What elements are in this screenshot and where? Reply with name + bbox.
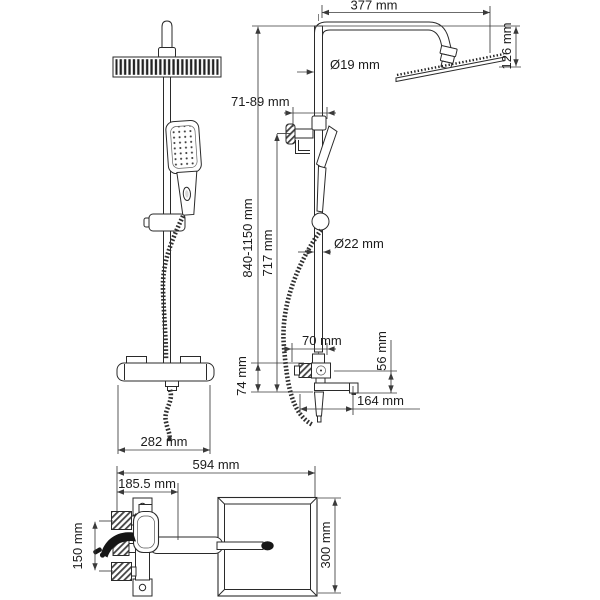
dim-spout-offset: 185.5 mm: [117, 476, 179, 540]
mixer-side: [294, 353, 359, 423]
dim-label-pole-diameter: Ø22 mm: [334, 236, 384, 251]
dim-label-spout-drop: 56 mm: [374, 331, 389, 371]
dim-total-height: 840-1150 mm: [240, 26, 261, 392]
wall-bracket-side: [285, 115, 327, 154]
spout-side: [314, 382, 352, 391]
dim-upper-height: 717 mm: [260, 133, 291, 392]
dim-label-arm-diameter: Ø19 mm: [330, 57, 380, 72]
dim-label-front-width: 282 mm: [141, 434, 188, 449]
dim-label-head-drop: 126 mm: [499, 23, 514, 70]
dim-spout-reach: 164 mm: [299, 386, 420, 415]
arm-end-joint: [261, 541, 274, 551]
inlet-knob-top: [111, 511, 132, 530]
dim-head-drop: 126 mm: [499, 23, 521, 70]
dim-body-width: 70 mm: [283, 333, 342, 362]
rain-shower-head-front: [112, 56, 222, 78]
dim-pole-diameter: Ø22 mm: [298, 236, 384, 255]
dim-label-body-width: 70 mm: [302, 333, 342, 348]
dim-label-head-size: 300 mm: [318, 522, 333, 569]
dim-total-depth: 594 mm: [116, 457, 316, 513]
dim-arm-diameter: Ø19 mm: [297, 57, 380, 75]
dim-label-upper-height: 717 mm: [260, 230, 275, 277]
inlet-knob-bottom: [111, 562, 132, 581]
dim-label-arm-length: 377 mm: [351, 0, 398, 13]
dim-label-wall-offset: 71-89 mm: [231, 94, 290, 109]
mixer-front: [116, 356, 215, 391]
hand-shower-side: [311, 125, 338, 231]
shower-hose-side: [281, 228, 323, 428]
dim-spout-drop: 56 mm: [334, 331, 397, 394]
shower-hose-front: [160, 215, 186, 361]
rain-shower-head-side: [395, 52, 506, 83]
dim-base-height: 74 mm: [234, 356, 313, 396]
dim-arm-length: 377 mm: [321, 0, 491, 53]
hose-end-front: [167, 436, 172, 442]
top-view: 594 mm 185.5 mm 150 mm 300 mm: [70, 457, 341, 597]
hand-shower-front: [165, 119, 202, 216]
front-view: 282 mm: [112, 20, 222, 454]
overhead-arm-top: [149, 536, 274, 554]
dim-head-size: 300 mm: [318, 497, 341, 594]
dim-front-width: 282 mm: [117, 385, 211, 454]
side-view: 377 mm 126 mm Ø19 mm 71-89 mm 840-1150 m…: [231, 0, 521, 428]
dim-label-base-height: 74 mm: [234, 356, 249, 396]
overhead-arm-side: [314, 21, 458, 70]
dim-inlet-spacing: 150 mm: [70, 520, 113, 572]
dim-label-total-height: 840-1150 mm: [240, 198, 255, 277]
dim-label-inlet-spacing: 150 mm: [70, 523, 85, 570]
mixer-top: [93, 497, 160, 597]
pole-ball-joint: [311, 212, 330, 231]
slider-bracket-front: [143, 213, 186, 232]
dim-label-spout-reach: 164 mm: [357, 393, 404, 408]
dim-label-spout-offset: 185.5 mm: [118, 476, 176, 491]
dim-label-total-depth: 594 mm: [193, 457, 240, 472]
head-collar-front: [158, 47, 176, 58]
hose-tail-front: [163, 389, 174, 438]
mixer-lever: [101, 532, 136, 558]
